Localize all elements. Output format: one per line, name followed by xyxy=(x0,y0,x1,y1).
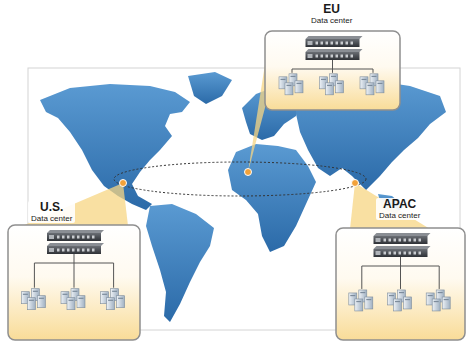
region-subtitle: Data center xyxy=(379,211,420,220)
site-dots xyxy=(120,169,359,187)
region-subtitle: Data center xyxy=(31,214,72,223)
datacenter-heading: EUData center xyxy=(308,3,355,25)
datacenter-panel xyxy=(336,228,465,340)
datacenter-node: U.S.Data center xyxy=(6,198,142,341)
datacenter-panel xyxy=(8,225,140,340)
region-name: U.S. xyxy=(31,201,72,214)
region-name: APAC xyxy=(379,198,420,211)
datacenter-node: EUData center xyxy=(262,2,402,110)
datacenter-heading: APACData center xyxy=(376,198,423,220)
region-subtitle: Data center xyxy=(311,16,352,25)
datacenter-node: APACData center xyxy=(333,196,466,341)
region-name: EU xyxy=(311,3,352,16)
datacenter-heading: U.S.Data center xyxy=(28,201,75,223)
datacenter-panel xyxy=(265,31,400,110)
dashed-link-ring xyxy=(114,162,366,196)
callout-cones xyxy=(22,58,430,229)
datacenter-panels xyxy=(8,31,465,340)
